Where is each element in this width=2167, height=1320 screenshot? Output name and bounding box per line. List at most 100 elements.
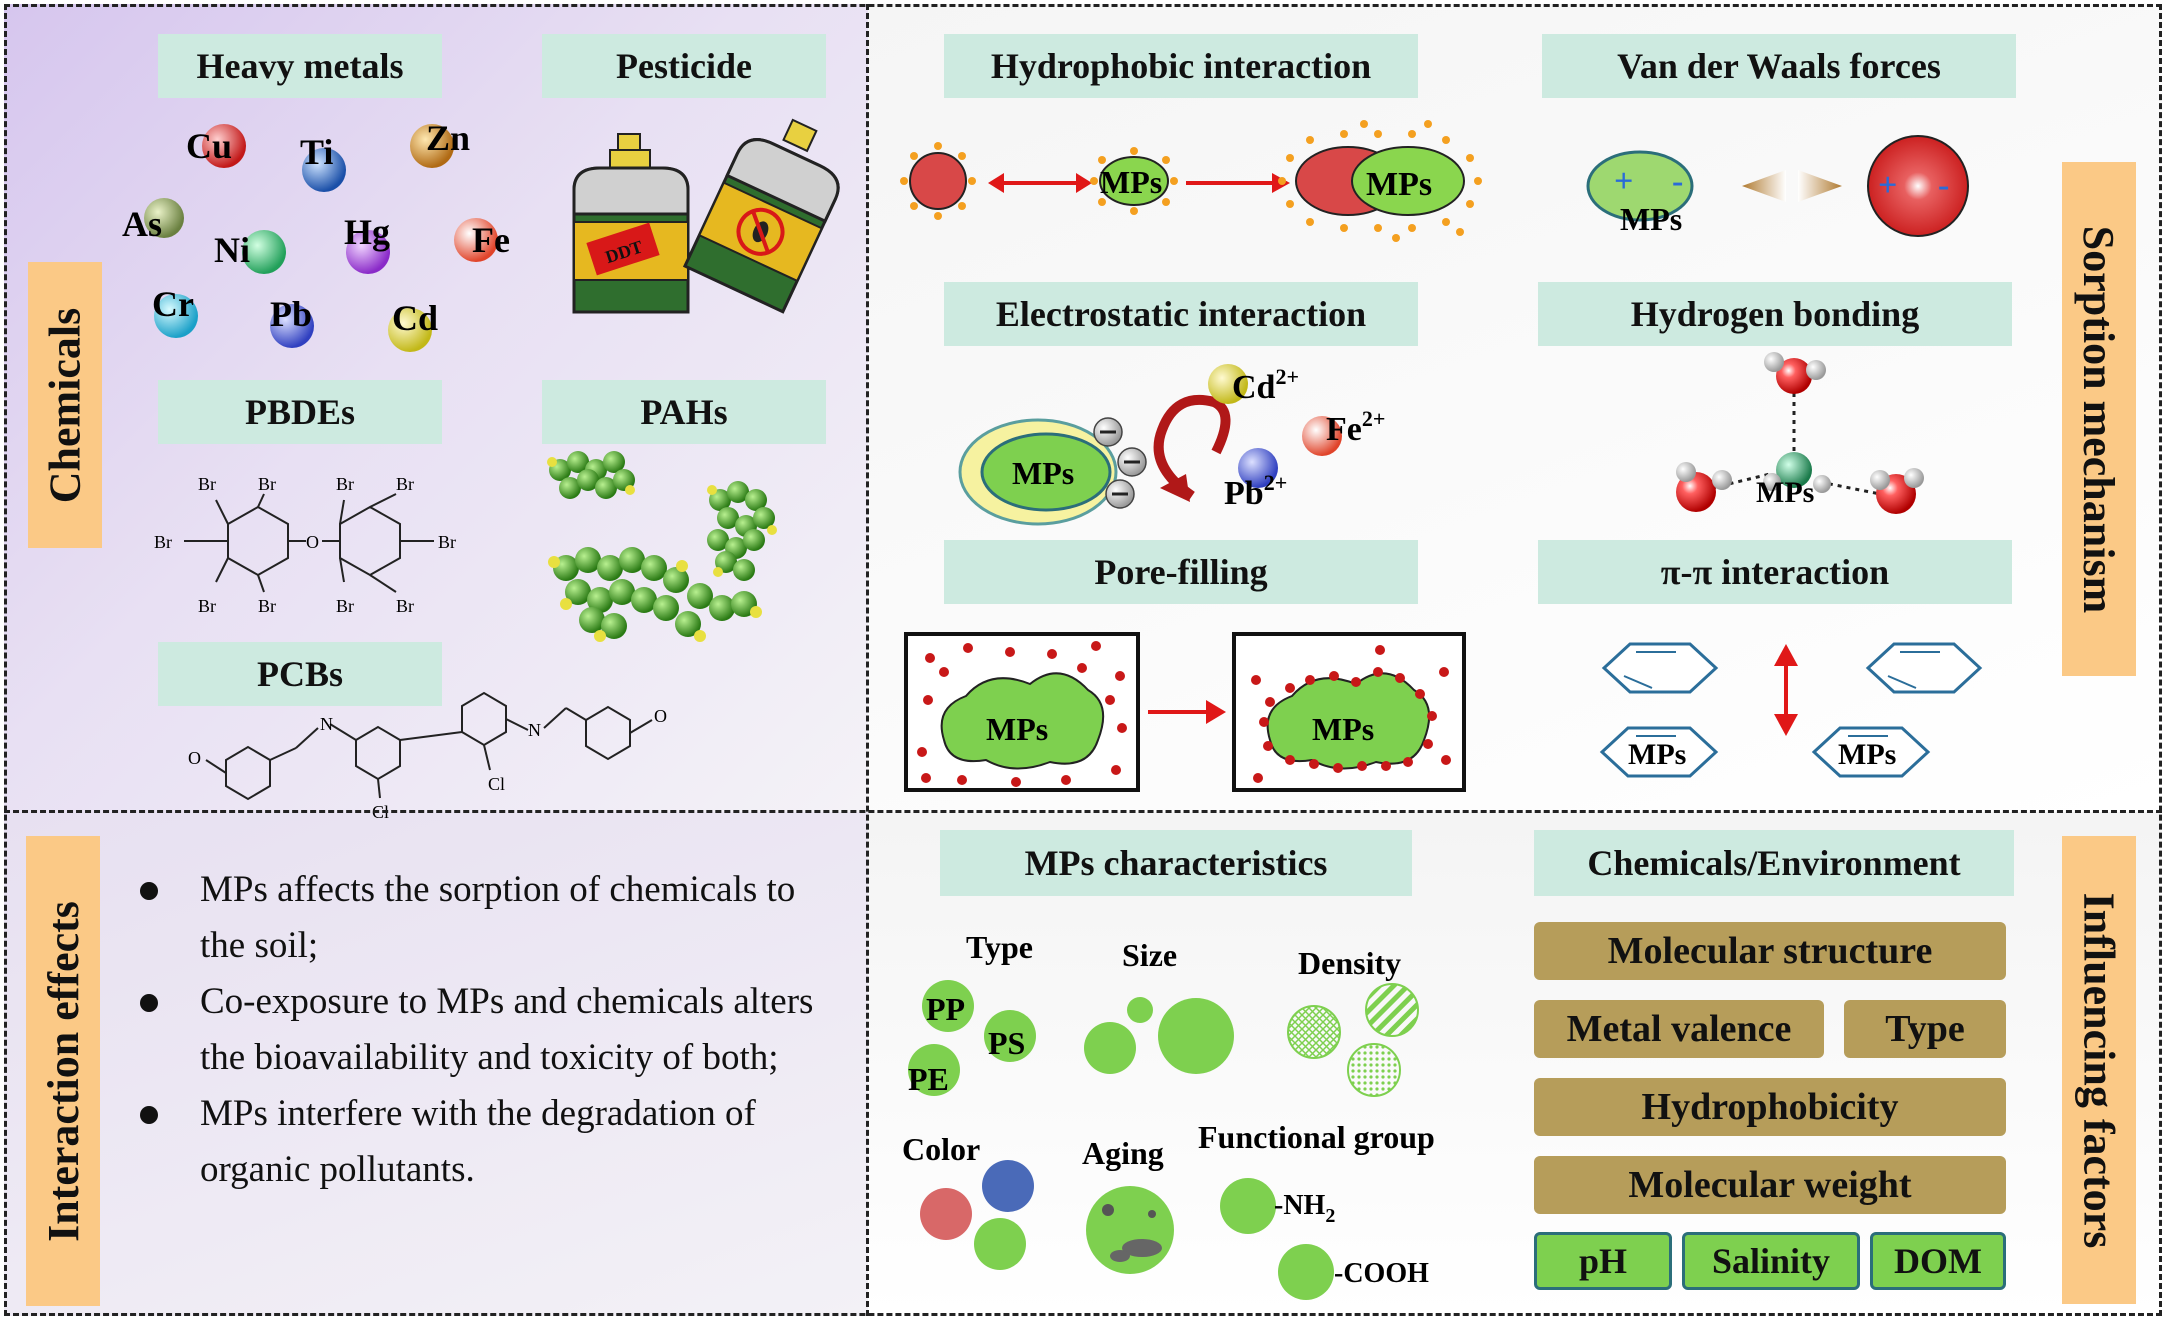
mps-label: MPs [1100, 164, 1162, 200]
mps-characteristics-title: MPs characteristics [940, 830, 1412, 896]
type-box: Type [1844, 1000, 2006, 1058]
as-sphere [144, 198, 184, 238]
element-label: Cu [186, 126, 232, 166]
size-label: Size [1122, 937, 1177, 973]
br-atom: Br [336, 474, 354, 494]
electrostatic-diagram: MPs Cd2+ Fe2+ Pb2+ [958, 364, 1385, 526]
large-particle [1158, 998, 1234, 1074]
mps-label: MPs [1756, 476, 1814, 509]
bullet-dot [140, 882, 158, 900]
element-label: Zn [426, 118, 470, 158]
o-atom: O [188, 748, 201, 768]
cl-atom: Cl [488, 774, 505, 794]
density-dots [1347, 1043, 1401, 1097]
ps-label: PS [988, 1025, 1025, 1061]
heavy-metals-title: Heavy metals [158, 34, 442, 98]
pahs-title: PAHs [542, 380, 826, 444]
pbdes-atom-labels: Br Br Br Br Br Br O Br Br Br Br [154, 474, 456, 616]
zn-sphere [410, 124, 454, 168]
density-stripes [1365, 983, 1419, 1037]
heavy-metal-spheres: Cu Ti Zn As Ni Hg Fe Cr Pb Cd [122, 118, 510, 352]
chemicals-environment-title: Chemicals/Environment [1534, 830, 2014, 896]
green-particle [974, 1218, 1026, 1270]
bullet-item: MPs affects the sorption of chemicals to… [140, 862, 840, 974]
element-label: Cr [152, 284, 194, 324]
chemicals-side-label: Chemicals [28, 262, 102, 548]
pbdes-structure [184, 493, 434, 593]
interaction-side-label: Interaction effects [26, 836, 100, 1306]
pe-label: PE [908, 1061, 949, 1097]
ni-sphere [242, 230, 286, 274]
pb-ion-label: Pb2+ [1224, 470, 1287, 512]
pore-title: Pore-filling [944, 540, 1418, 604]
electrostatic-title: Electrostatic interaction [944, 282, 1418, 346]
interaction-bullets: MPs affects the sorption of chemicals to… [140, 862, 840, 1198]
element-label: Ti [300, 132, 333, 172]
br-atom: Br [396, 474, 414, 494]
br-atom: Br [258, 474, 276, 494]
hydrogen-title: Hydrogen bonding [1538, 282, 2012, 346]
bullet-item: MPs interfere with the degradation of or… [140, 1086, 840, 1198]
cr-sphere [154, 294, 198, 338]
right-arrow-icon [1798, 170, 1842, 202]
hydrophobicity-box: Hydrophobicity [1534, 1078, 2006, 1136]
br-atom: Br [198, 596, 216, 616]
no-bug-icon [736, 207, 785, 256]
bullet-dot [140, 1106, 158, 1124]
hydrophobic-diagram: MPs MPs [900, 120, 1482, 242]
hydrogen-diagram: MPs [1676, 352, 1924, 514]
pipi-diagram: MPs MPs [1599, 642, 1983, 778]
blue-particle [982, 1160, 1034, 1212]
br-atom: Br [396, 596, 414, 616]
pesticide-bottle-ddt: DDT [572, 133, 690, 314]
salinity-box: Salinity [1682, 1232, 1860, 1290]
ti-sphere [302, 148, 346, 192]
vdw-diagram: + - MPs + - [1586, 135, 1969, 237]
aging-label: Aging [1082, 1135, 1164, 1171]
cooh-label: -COOH [1334, 1258, 1429, 1289]
horizontal-divider [4, 810, 2162, 813]
element-label: Fe [472, 220, 510, 260]
element-label: Ni [214, 230, 250, 270]
minus-sign: - [1938, 167, 1949, 204]
br-atom: Br [198, 474, 216, 494]
element-label: Pb [270, 294, 312, 334]
hydrophobic-title: Hydrophobic interaction [944, 34, 1418, 98]
br-atom: Br [258, 596, 276, 616]
dom-box: DOM [1870, 1232, 2006, 1290]
fe-ion-label: Fe2+ [1326, 406, 1385, 448]
sorption-side-label: Sorption mechanism [2062, 162, 2136, 676]
pesticide-bottle-bug [682, 118, 840, 314]
pore-filling-diagram: MPs MPs [904, 632, 1466, 792]
bullet-dot [140, 994, 158, 1012]
mps-label: MPs [1312, 711, 1374, 747]
molecular-structure-box: Molecular structure [1534, 922, 2006, 980]
nh2-label: -NH2 [1274, 1190, 1335, 1227]
mps-label: MPs [1628, 738, 1686, 771]
tiny-particle [1127, 997, 1153, 1023]
cycle-arrow-icon [1153, 394, 1231, 501]
minus-sign: - [1672, 163, 1683, 200]
color-label: Color [902, 1131, 980, 1167]
metal-valence-box: Metal valence [1534, 1000, 1824, 1058]
ph-box: pH [1534, 1232, 1672, 1290]
o-atom: O [306, 532, 319, 552]
n-atom: N [528, 720, 541, 740]
pcbs-atom-labels: N N O O Cl Cl [188, 706, 667, 822]
mps-label: MPs [1012, 455, 1074, 491]
element-label: As [122, 204, 162, 244]
br-atom: Br [154, 532, 172, 552]
br-atom: Br [438, 532, 456, 552]
pp-label: PP [926, 991, 965, 1027]
plus-sign: + [1614, 163, 1633, 200]
red-particle [920, 1188, 972, 1240]
hg-sphere [346, 230, 390, 274]
plus-sign: + [1878, 167, 1897, 204]
mps-label: MPs [1366, 166, 1432, 203]
left-arrow-icon [1742, 170, 1786, 202]
bullet-item: Co-exposure to MPs and chemicals alters … [140, 974, 840, 1086]
pcbs-title: PCBs [158, 642, 442, 706]
vdw-title: Van der Waals forces [1542, 34, 2016, 98]
